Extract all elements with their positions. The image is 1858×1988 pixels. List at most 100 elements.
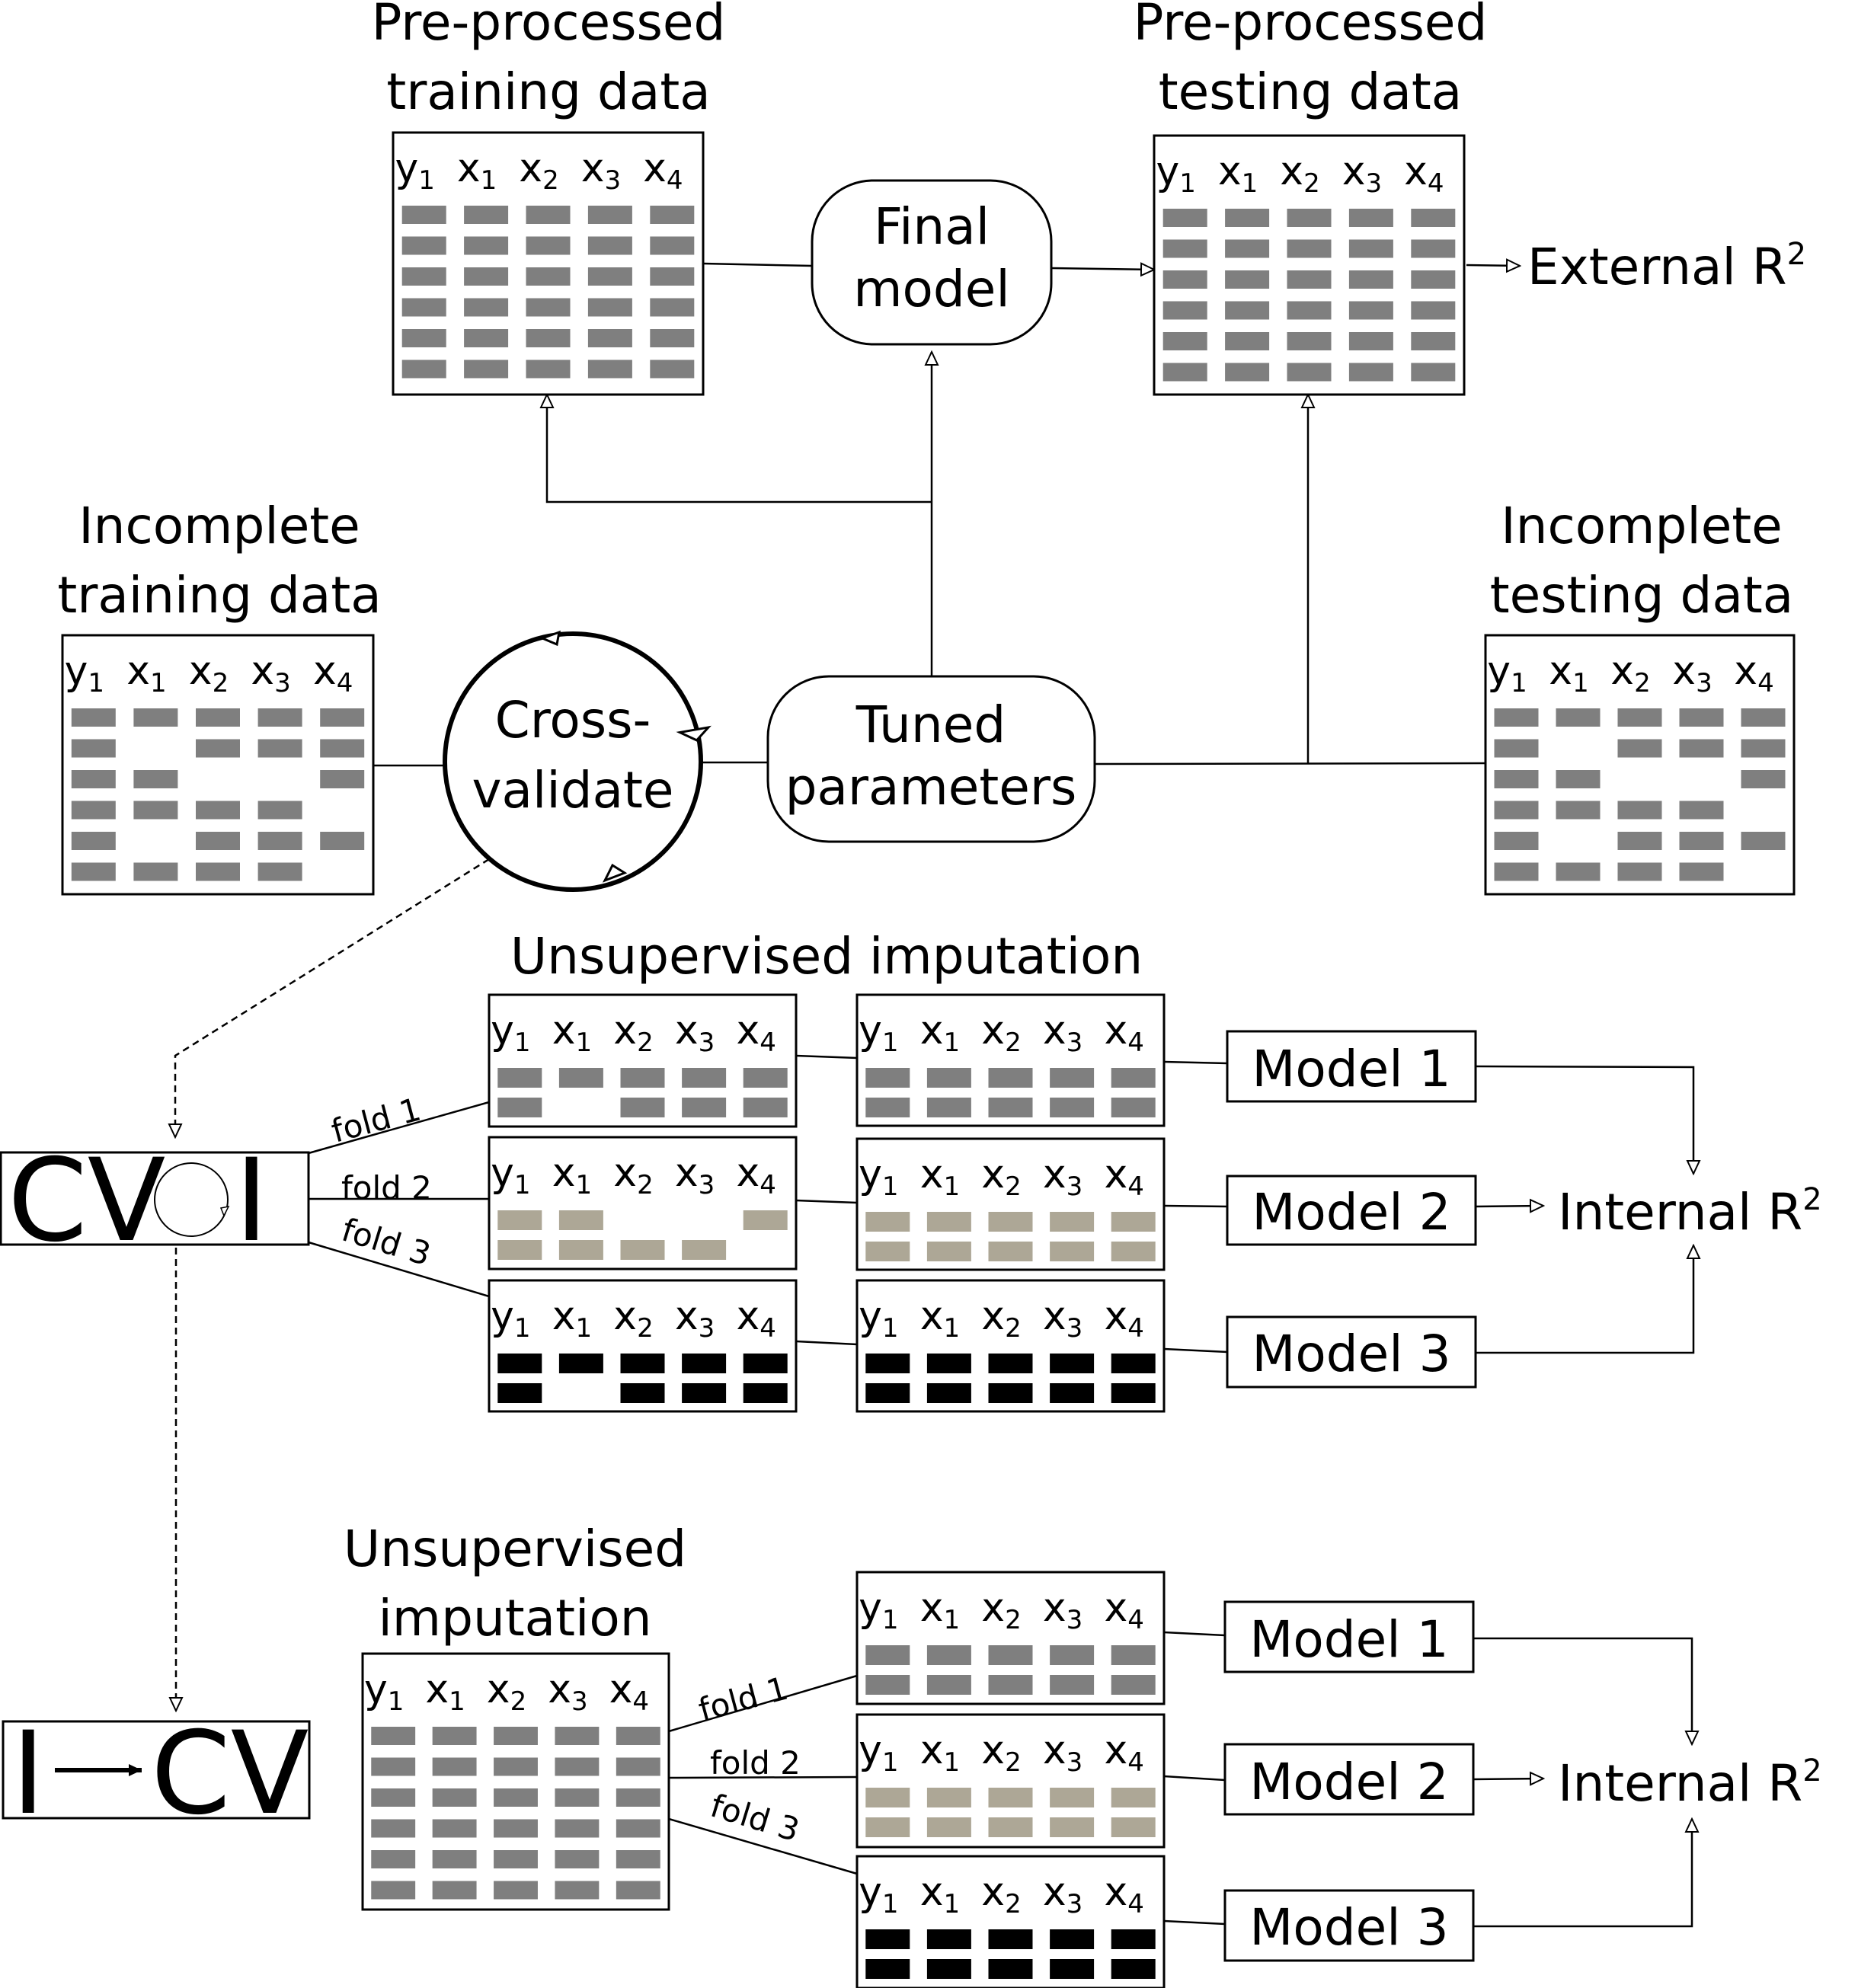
model-3-label: Model 3	[1252, 1325, 1450, 1383]
data-cell	[1050, 1383, 1095, 1403]
data-cell	[257, 708, 302, 727]
data-cell	[401, 206, 446, 224]
data-cell	[1225, 209, 1270, 227]
cycle-arrowhead-bottom	[602, 863, 628, 883]
data-cell	[682, 1068, 727, 1088]
data-cell	[926, 1212, 971, 1232]
table-border	[61, 634, 375, 896]
data-cell	[620, 1240, 665, 1260]
column-header-x1: x1	[920, 1008, 960, 1058]
column-header-x3: x3	[581, 145, 621, 196]
data-cell	[71, 739, 116, 758]
data-cell	[1050, 1098, 1095, 1117]
data-cell	[865, 1098, 910, 1117]
data-cell	[926, 1959, 971, 1979]
column-header-x1: x1	[920, 1585, 960, 1635]
data-cell	[1050, 1068, 1095, 1088]
data-cell	[988, 1068, 1033, 1088]
column-header-x3: x3	[675, 1293, 715, 1344]
data-cell	[71, 770, 116, 788]
table-border	[1153, 134, 1466, 396]
data-cell	[1287, 363, 1332, 382]
data-cell	[1617, 739, 1662, 758]
data-cell	[464, 360, 509, 379]
column-header-x1: x1	[457, 145, 497, 196]
column-header-x1: x1	[552, 1293, 592, 1344]
column-header-x2: x2	[981, 1869, 1021, 1919]
data-cell	[1617, 862, 1662, 881]
data-cell	[494, 1850, 538, 1868]
internal-r2-label-1: Internal R2	[1558, 1182, 1822, 1242]
data-cell	[865, 1959, 910, 1979]
column-header-x2: x2	[1280, 149, 1319, 199]
column-header-x3: x3	[1672, 648, 1712, 698]
data-cell	[494, 1757, 538, 1776]
data-cell	[743, 1383, 788, 1403]
data-cell	[1162, 332, 1207, 350]
data-cell	[1556, 708, 1601, 727]
data-cell	[1162, 301, 1207, 320]
data-cell	[926, 1383, 971, 1403]
data-cell	[587, 329, 632, 347]
data-cell	[620, 1354, 665, 1373]
data-cell	[620, 1068, 665, 1088]
data-cell	[497, 1098, 542, 1117]
column-header-x2: x2	[981, 1008, 1021, 1058]
data-cell	[988, 1212, 1033, 1232]
column-header-y1: y1	[859, 1293, 898, 1344]
data-cell	[1050, 1675, 1095, 1695]
data-cell	[1287, 239, 1332, 258]
column-header-x4: x4	[609, 1667, 649, 1717]
column-header-x3: x3	[1043, 1585, 1083, 1635]
data-cell	[1111, 1098, 1156, 1117]
data-cell	[616, 1881, 660, 1900]
data-cell	[988, 1645, 1033, 1665]
data-cell	[616, 1850, 660, 1868]
data-cell	[1679, 862, 1724, 881]
unsupervised-imputation-2-title-line1: Unsupervised	[344, 1520, 686, 1578]
data-cell	[1050, 1817, 1095, 1837]
data-cell	[432, 1727, 477, 1745]
column-header-x2: x2	[1610, 648, 1650, 698]
data-cell	[1741, 832, 1786, 850]
column-header-y1: y1	[65, 648, 104, 698]
data-cell	[494, 1819, 538, 1838]
fold-1-label: fold 1	[328, 1091, 425, 1150]
data-cell	[1679, 832, 1724, 850]
data-cell	[1556, 801, 1601, 820]
data-cell	[526, 206, 571, 224]
connectors	[175, 264, 1693, 1928]
column-header-x4: x4	[1104, 1152, 1143, 1202]
fold-2-label: fold 2	[341, 1169, 432, 1207]
data-cell	[257, 862, 302, 881]
column-header-x4: x4	[736, 1150, 775, 1200]
column-header-x2: x2	[981, 1293, 1021, 1344]
data-cell	[988, 1098, 1033, 1117]
cross-validate-cycle: Cross- validate	[443, 630, 712, 892]
data-cell	[1348, 301, 1393, 320]
data-cell	[401, 236, 446, 255]
data-cell	[988, 1383, 1033, 1403]
data-cell	[320, 739, 365, 758]
data-cell	[865, 1068, 910, 1088]
data-cell	[1494, 801, 1539, 820]
column-header-y1: y1	[859, 1869, 898, 1919]
data-cell	[196, 832, 240, 850]
data-cell	[650, 267, 695, 286]
data-cell	[257, 801, 302, 820]
data-cell	[133, 708, 178, 727]
data-cell	[988, 1675, 1033, 1695]
data-cell	[1111, 1645, 1156, 1665]
data-cell	[71, 801, 116, 820]
column-header-x3: x3	[1043, 1728, 1083, 1778]
data-cell	[587, 236, 632, 255]
data-cell	[988, 1929, 1033, 1949]
column-header-x3: x3	[1043, 1152, 1083, 1202]
data-cell	[371, 1788, 416, 1807]
data-cell	[988, 1354, 1033, 1373]
